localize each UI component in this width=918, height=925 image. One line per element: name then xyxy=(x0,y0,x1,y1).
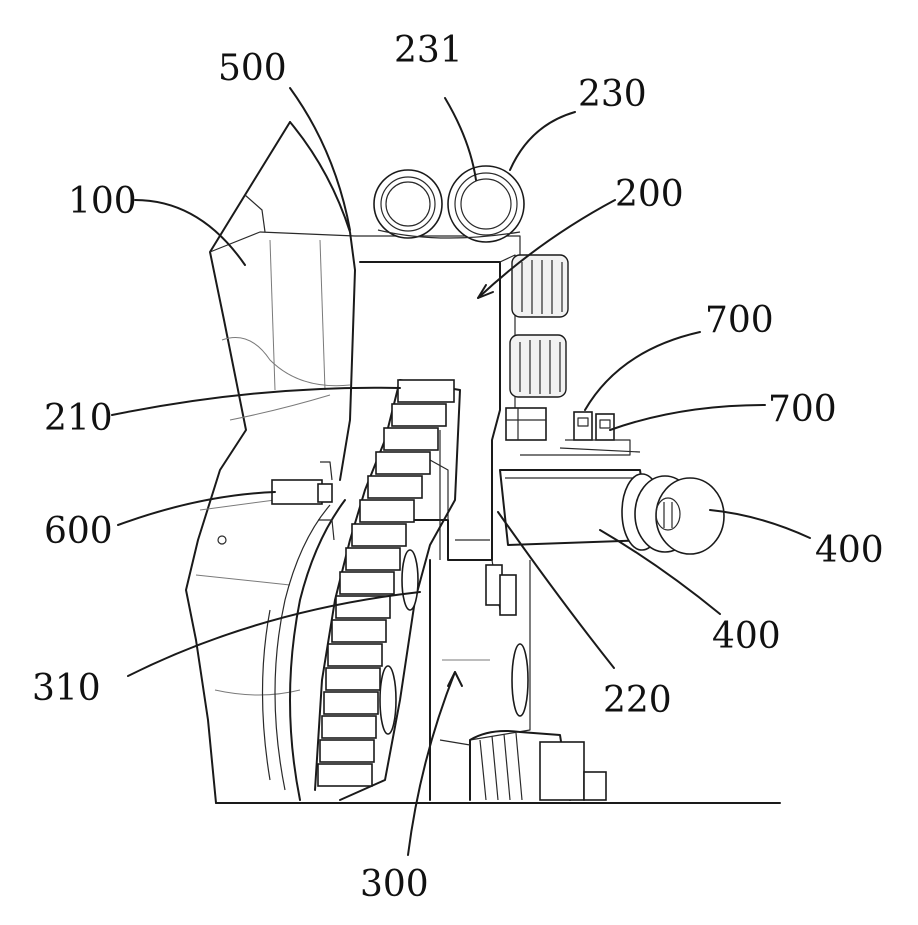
leader-600 xyxy=(118,492,275,525)
label-500: 500 xyxy=(218,48,287,89)
roller-230 xyxy=(374,170,442,238)
label-220: 220 xyxy=(603,680,672,721)
leader-210 xyxy=(112,388,400,415)
gear-rack-210 xyxy=(315,380,460,800)
label-300: 300 xyxy=(360,864,429,905)
leader-230 xyxy=(510,112,575,170)
unit-300 xyxy=(380,550,530,800)
label-400-lower: 400 xyxy=(712,616,781,657)
roller-231 xyxy=(448,166,524,242)
label-200: 200 xyxy=(615,174,684,215)
arrow-300 xyxy=(448,672,462,686)
base-motor xyxy=(440,731,606,800)
component-600 xyxy=(272,462,334,540)
cylinder-400 xyxy=(500,470,724,554)
leader-100 xyxy=(135,200,245,265)
leader-231 xyxy=(445,98,476,180)
label-700-upper: 700 xyxy=(705,300,774,341)
leader-700a xyxy=(585,332,700,410)
leader-700b xyxy=(610,405,765,430)
label-100: 100 xyxy=(68,181,137,222)
label-600: 600 xyxy=(44,511,113,552)
label-310: 310 xyxy=(32,668,101,709)
side-gears xyxy=(506,255,568,440)
label-210: 210 xyxy=(44,398,113,439)
label-231: 231 xyxy=(394,30,463,71)
label-700-lower: 700 xyxy=(768,389,837,430)
label-400-right: 400 xyxy=(815,530,884,571)
leader-400a xyxy=(710,510,810,538)
leader-300 xyxy=(408,672,455,855)
label-230: 230 xyxy=(578,74,647,115)
